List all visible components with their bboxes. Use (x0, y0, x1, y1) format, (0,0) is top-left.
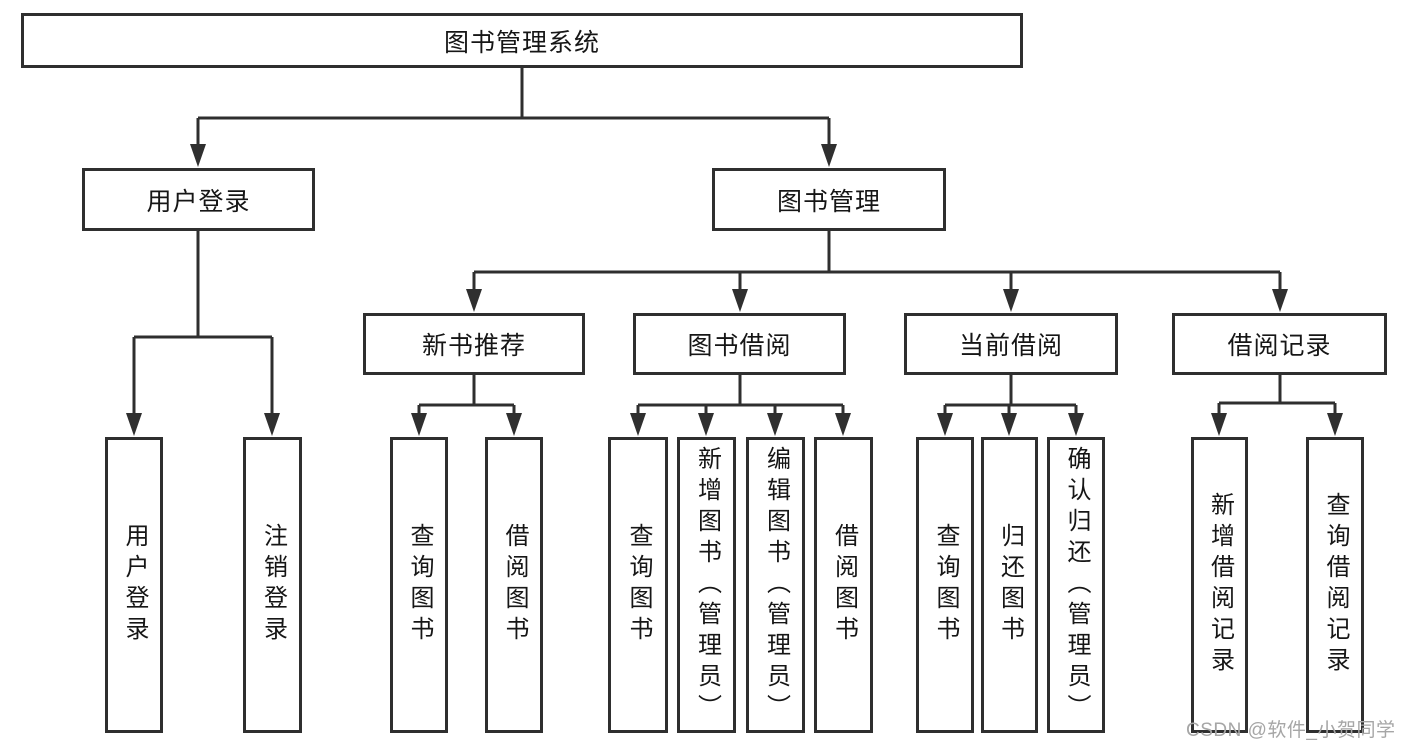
leaf-query-books-recommend-label: 查询图书 (406, 523, 433, 647)
node-borrowing-records: 借阅记录 (1172, 313, 1387, 375)
leaf-add-borrow-record-label: 新增借阅记录 (1206, 492, 1234, 678)
node-current-borrowing-label: 当前借阅 (958, 332, 1063, 360)
leaf-user-login-label: 用户登录 (121, 523, 148, 647)
node-book-borrowing-label: 图书借阅 (687, 332, 792, 360)
leaf-confirm-return-admin: 确认归还（管理员） (1047, 437, 1105, 733)
leaf-query-borrow-record-label: 查询借阅记录 (1322, 492, 1349, 678)
leaf-add-book-admin: 新增图书（管理员） (677, 437, 736, 733)
leaf-return-book: 归还图书 (981, 437, 1038, 733)
csdn-watermark: CSDN @软件_小贺同学 (1186, 720, 1396, 741)
leaf-query-books-current: 查询图书 (916, 437, 974, 733)
leaf-return-book-label: 归还图书 (996, 523, 1024, 647)
leaf-add-book-admin-label: 新增图书（管理员） (693, 445, 721, 725)
leaf-query-borrow-record: 查询借阅记录 (1306, 437, 1364, 733)
node-current-borrowing: 当前借阅 (904, 313, 1118, 375)
leaf-borrow-books-recommend-label: 借阅图书 (501, 523, 528, 647)
leaf-query-books-recommend: 查询图书 (390, 437, 448, 733)
node-user-login: 用户登录 (82, 168, 315, 231)
leaf-borrow-books-borrowing-label: 借阅图书 (830, 523, 858, 647)
node-book-borrowing: 图书借阅 (633, 313, 846, 375)
leaf-borrow-books-recommend: 借阅图书 (485, 437, 543, 733)
leaf-borrow-books-borrowing: 借阅图书 (814, 437, 873, 733)
leaf-query-books-borrowing: 查询图书 (608, 437, 668, 733)
node-book-management-label: 图书管理 (776, 187, 881, 216)
leaf-add-borrow-record: 新增借阅记录 (1191, 437, 1248, 733)
node-book-management: 图书管理 (712, 168, 946, 231)
node-new-book-recommend-label: 新书推荐 (421, 332, 526, 360)
node-user-login-label: 用户登录 (146, 187, 251, 216)
leaf-logout: 注销登录 (243, 437, 302, 733)
leaf-query-books-current-label: 查询图书 (932, 523, 959, 647)
leaf-confirm-return-admin-label: 确认归还（管理员） (1063, 445, 1090, 725)
node-library-system: 图书管理系统 (21, 13, 1023, 68)
leaf-logout-label: 注销登录 (259, 523, 287, 647)
leaf-edit-book-admin-label: 编辑图书（管理员） (762, 445, 790, 725)
leaf-user-login: 用户登录 (105, 437, 163, 733)
node-new-book-recommend: 新书推荐 (363, 313, 585, 375)
node-borrowing-records-label: 借阅记录 (1227, 332, 1332, 360)
node-library-system-label: 图书管理系统 (443, 28, 600, 57)
leaf-edit-book-admin: 编辑图书（管理员） (746, 437, 805, 733)
leaf-query-books-borrowing-label: 查询图书 (625, 523, 652, 647)
